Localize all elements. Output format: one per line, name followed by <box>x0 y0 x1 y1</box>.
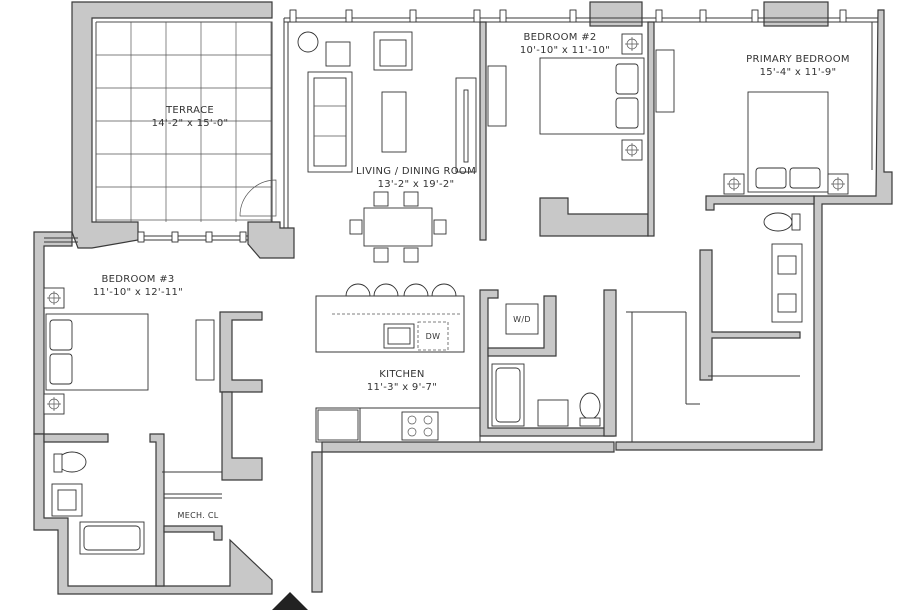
toilet-icon <box>579 392 601 420</box>
toilet-icon <box>763 212 793 232</box>
mullion <box>171 231 179 243</box>
window-mullions <box>137 9 847 243</box>
bedroom3-dims: 11'-10" x 12'-11" <box>93 287 183 298</box>
mullion <box>137 231 145 243</box>
terrace-column <box>247 221 295 259</box>
mullion <box>699 9 707 23</box>
terrace-wall <box>71 1 273 249</box>
wd-label: W/D <box>513 315 531 324</box>
mech-wall <box>221 391 263 481</box>
mullion <box>839 9 847 23</box>
dishwasher <box>417 321 449 351</box>
side-table <box>325 41 351 67</box>
range-icon <box>401 411 439 441</box>
bedroom3-name: BEDROOM #3 <box>101 274 174 285</box>
bedroom2-closet-block <box>539 197 649 237</box>
nightstand-lamps <box>43 33 849 415</box>
south-wall <box>311 441 615 593</box>
mullion <box>473 9 481 23</box>
fixtures <box>51 212 803 555</box>
mullion <box>205 231 213 243</box>
living-dims: 13'-2" x 19'-2" <box>378 179 455 190</box>
coffee-table <box>381 91 407 153</box>
dresser <box>655 49 675 113</box>
washer-dryer <box>505 303 539 335</box>
southwest-wall <box>33 433 273 595</box>
terrace-name: TERRACE <box>165 105 214 116</box>
dresser <box>487 65 507 127</box>
room-labels: TERRACE 14'-2" x 15'-0" LIVING / DINING … <box>93 32 850 520</box>
dresser <box>195 319 215 381</box>
terrace-paving-grid <box>95 21 272 222</box>
bedroom3-closet-wall <box>219 311 263 393</box>
entry-arrow-icon <box>272 592 308 610</box>
kitchen-dims: 11'-3" x 9'-7" <box>367 382 437 393</box>
mullion <box>751 9 759 23</box>
dining-table <box>363 207 433 247</box>
bath-sink <box>537 399 569 427</box>
bedroom3-furniture <box>45 313 215 391</box>
terrace-door-swing <box>239 179 277 217</box>
primary-dims: 15'-4" x 11'-9" <box>760 67 837 78</box>
mullion <box>499 9 507 23</box>
mullion <box>655 9 663 23</box>
dw-label: DW <box>426 332 441 341</box>
mullion <box>345 9 353 23</box>
terrace-dims: 14'-2" x 15'-0" <box>152 118 229 129</box>
plant-icon <box>297 31 319 53</box>
mullion <box>239 231 247 243</box>
mullion <box>569 9 577 23</box>
living-name: LIVING / DINING ROOM <box>356 166 476 177</box>
mech-label: MECH. CL <box>178 511 219 520</box>
living-furniture <box>297 31 477 263</box>
kitchen-name: KITCHEN <box>379 369 424 380</box>
mullion <box>289 9 297 23</box>
bedroom2-furniture <box>487 57 645 135</box>
primary-furniture <box>655 49 829 193</box>
primary-name: PRIMARY BEDROOM <box>746 54 850 65</box>
bedroom2-name: BEDROOM #2 <box>523 32 596 43</box>
refrigerator <box>317 409 359 441</box>
bedroom2-dims: 10'-10" x 11'-10" <box>520 45 610 56</box>
mullion <box>409 9 417 23</box>
primary-step <box>705 195 815 211</box>
